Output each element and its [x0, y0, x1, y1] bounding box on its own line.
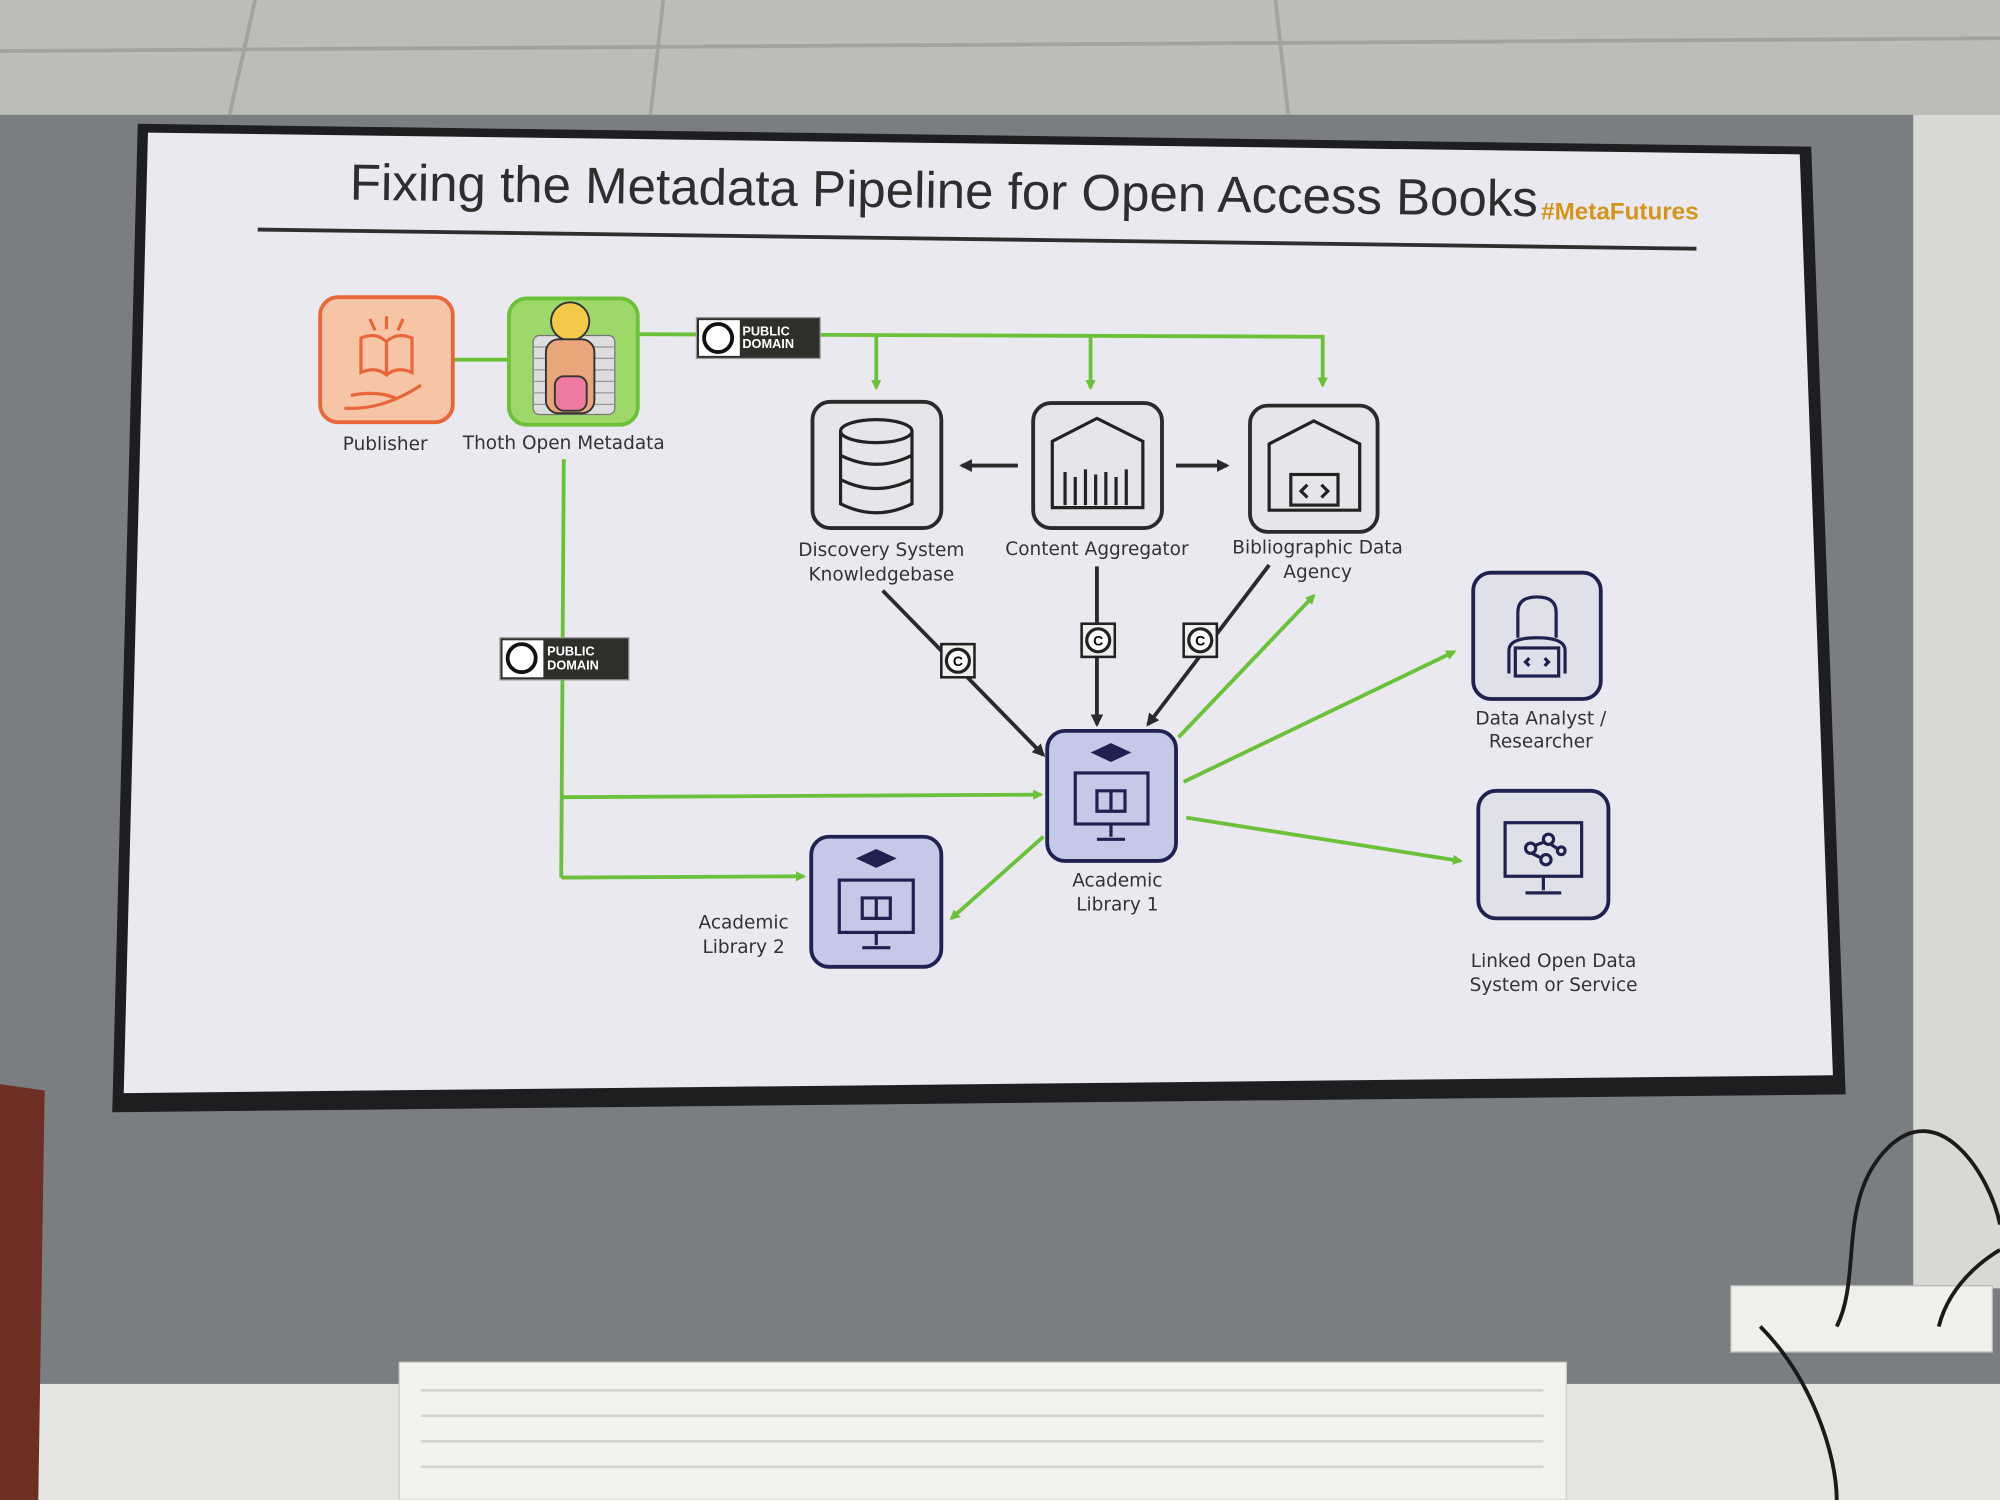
warehouse-code-icon — [1267, 419, 1362, 512]
node-label: Library 1 — [1076, 895, 1158, 916]
node-content-aggregator: Content Aggregator — [1005, 401, 1189, 560]
node-label: Agency — [1283, 562, 1352, 583]
node-bibliographic-agency: Bibliographic Data Agency — [1232, 403, 1403, 583]
node-label: Thoth Open Metadata — [462, 433, 665, 454]
copyright-badge: C — [940, 642, 976, 679]
node-label: Discovery System — [798, 540, 964, 561]
public-domain-badge: PUBLIC DOMAIN — [499, 637, 630, 681]
node-label: System or Service — [1470, 975, 1638, 996]
node-publisher: Publisher — [318, 295, 455, 455]
copyright-badge: C — [1080, 622, 1117, 659]
open-book-hand-icon — [344, 316, 422, 410]
public-domain-icon — [702, 322, 735, 354]
badge-text: PUBLIC — [742, 323, 789, 338]
node-label: Linked Open Data — [1471, 951, 1637, 972]
ceiling — [0, 0, 2000, 115]
radiator-fins — [420, 1389, 1544, 1469]
public-domain-badge: PUBLIC DOMAIN — [695, 316, 821, 360]
database-icon — [838, 418, 914, 515]
warehouse-icon — [1050, 416, 1145, 510]
node-label: Publisher — [343, 434, 428, 455]
copyright-icon: C — [1093, 632, 1103, 648]
badge-text: PUBLIC — [547, 644, 594, 659]
hashtag: #MetaFutures — [1541, 198, 1698, 225]
library-computer-icon — [837, 849, 915, 950]
copyright-icon: C — [1195, 632, 1205, 648]
node-linked-open-data: Linked Open Data System or Service — [1470, 788, 1638, 996]
node-data-analyst: Data Analyst / Researcher — [1471, 570, 1607, 752]
person-laptop-icon — [1507, 595, 1567, 678]
node-academic-library-1: Academic Library 1 — [1045, 728, 1178, 916]
node-discovery-system: Discovery System Knowledgebase — [798, 399, 964, 585]
node-label: Academic — [699, 913, 789, 934]
node-label: Academic — [1072, 870, 1162, 891]
node-label: Library 2 — [702, 937, 784, 958]
public-domain-icon — [505, 642, 538, 675]
badge-text: DOMAIN — [742, 336, 794, 351]
badge-text: DOMAIN — [547, 658, 599, 673]
node-thoth: Thoth Open Metadata — [462, 296, 665, 454]
copyright-badge: C — [1182, 622, 1219, 659]
cables — [1758, 1129, 2000, 1500]
node-label: Bibliographic Data — [1232, 538, 1403, 559]
network-monitor-icon — [1503, 821, 1584, 895]
chair — [0, 1084, 45, 1500]
copyright-icon: C — [953, 653, 963, 669]
thoth-baboon-logo — [532, 301, 616, 416]
open-flows — [452, 332, 1463, 921]
library-computer-icon — [1073, 743, 1150, 841]
node-label: Researcher — [1489, 731, 1593, 752]
ceiling-tile-grid — [0, 0, 2000, 116]
node-label: Knowledgebase — [809, 564, 955, 585]
slide: Fixing the Metadata Pipeline for Open Ac… — [257, 154, 1699, 996]
node-academic-library-2: Academic Library 2 — [699, 834, 944, 969]
title-underline — [257, 227, 1697, 251]
radiator — [398, 1361, 1567, 1500]
node-label: Data Analyst / — [1475, 708, 1607, 729]
node-label: Content Aggregator — [1005, 539, 1189, 560]
whiteboard-edge — [1913, 114, 2000, 1289]
